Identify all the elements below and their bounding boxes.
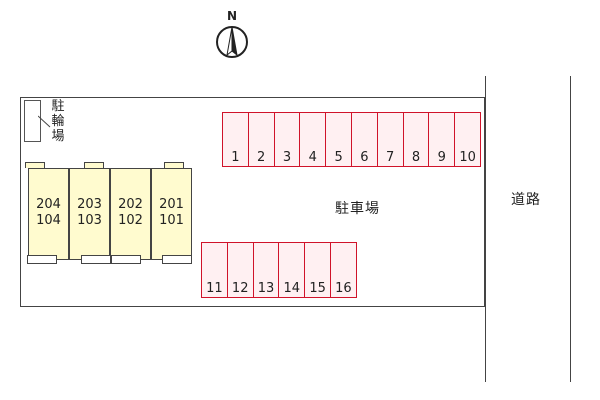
unit-upper-number: 204 [36,197,61,212]
parking-stall-5[interactable]: 5 [325,112,352,167]
parking-stall-number: 5 [334,150,343,165]
parking-stall-2[interactable]: 2 [247,112,275,167]
building-unit-201-101[interactable]: 201 101 [151,168,192,260]
unit-upper-number: 202 [118,197,143,212]
parking-stall-16[interactable]: 16 [330,242,357,298]
parking-stall-14[interactable]: 14 [278,242,306,298]
parking-stall-number: 4 [308,150,317,165]
parking-stall-number: 15 [309,281,326,296]
parking-stall-number: 13 [257,281,275,296]
bicycle-parking-char: 輪 [51,114,65,129]
compass-north-label: N [226,9,238,23]
parking-stall-12[interactable]: 12 [226,242,254,298]
parking-stall-number: 7 [386,150,395,165]
parking-stall-10[interactable]: 10 [454,112,481,167]
parking-stall-11[interactable]: 11 [201,242,228,298]
north-arrow-icon [216,26,248,58]
building-unit-204-104[interactable]: 204 104 [28,168,69,260]
bicycle-parking-label: 駐 輪 場 [51,99,65,144]
parking-lot-label: 駐車場 [335,201,380,217]
unit-roof-bump [25,162,45,168]
parking-stall-number: 12 [231,281,249,296]
parking-stall-7[interactable]: 7 [376,112,404,167]
parking-stall-6[interactable]: 6 [351,112,378,167]
parking-stall-number: 6 [360,150,369,165]
parking-stall-number: 14 [283,281,301,296]
parking-stall-4[interactable]: 4 [299,112,327,167]
road-edge-right [570,76,571,382]
bicycle-parking-char: 場 [51,129,65,144]
parking-stall-8[interactable]: 8 [402,112,430,167]
parking-stall-number: 9 [437,150,446,165]
parking-stall-number: 10 [459,150,476,165]
unit-entrance-step [81,255,111,264]
unit-entrance-step [27,255,57,264]
unit-upper-number: 203 [77,197,102,212]
parking-stall-number: 11 [206,281,223,296]
unit-lower-number: 103 [77,213,102,228]
building-unit-203-103[interactable]: 203 103 [69,168,110,260]
unit-upper-number: 201 [159,197,184,212]
unit-lower-number: 101 [159,213,184,228]
parking-stall-number: 16 [335,281,352,296]
parking-stall-number: 2 [257,150,266,165]
building-unit-202-102[interactable]: 202 102 [110,168,151,260]
parking-stall-13[interactable]: 13 [252,242,280,298]
parking-stall-3[interactable]: 3 [273,112,301,167]
parking-stall-number: 8 [411,150,421,165]
bicycle-parking-area [24,100,41,142]
compass: N [214,10,250,64]
road-label: 道路 [511,192,541,208]
parking-stall-number: 3 [282,150,292,165]
unit-entrance-step [111,255,141,264]
parking-stall-15[interactable]: 15 [304,242,331,298]
unit-roof-bump [164,162,184,168]
unit-lower-number: 102 [118,213,143,228]
bicycle-parking-char: 駐 [51,99,65,114]
unit-entrance-step [162,255,192,264]
parking-stall-1[interactable]: 1 [222,112,249,167]
unit-roof-bump [84,162,104,168]
road-edge-left [485,76,486,382]
parking-stall-number: 1 [231,150,240,165]
unit-lower-number: 104 [36,213,61,228]
parking-stall-9[interactable]: 9 [428,112,456,167]
bicycle-parking-pointer [38,115,51,128]
